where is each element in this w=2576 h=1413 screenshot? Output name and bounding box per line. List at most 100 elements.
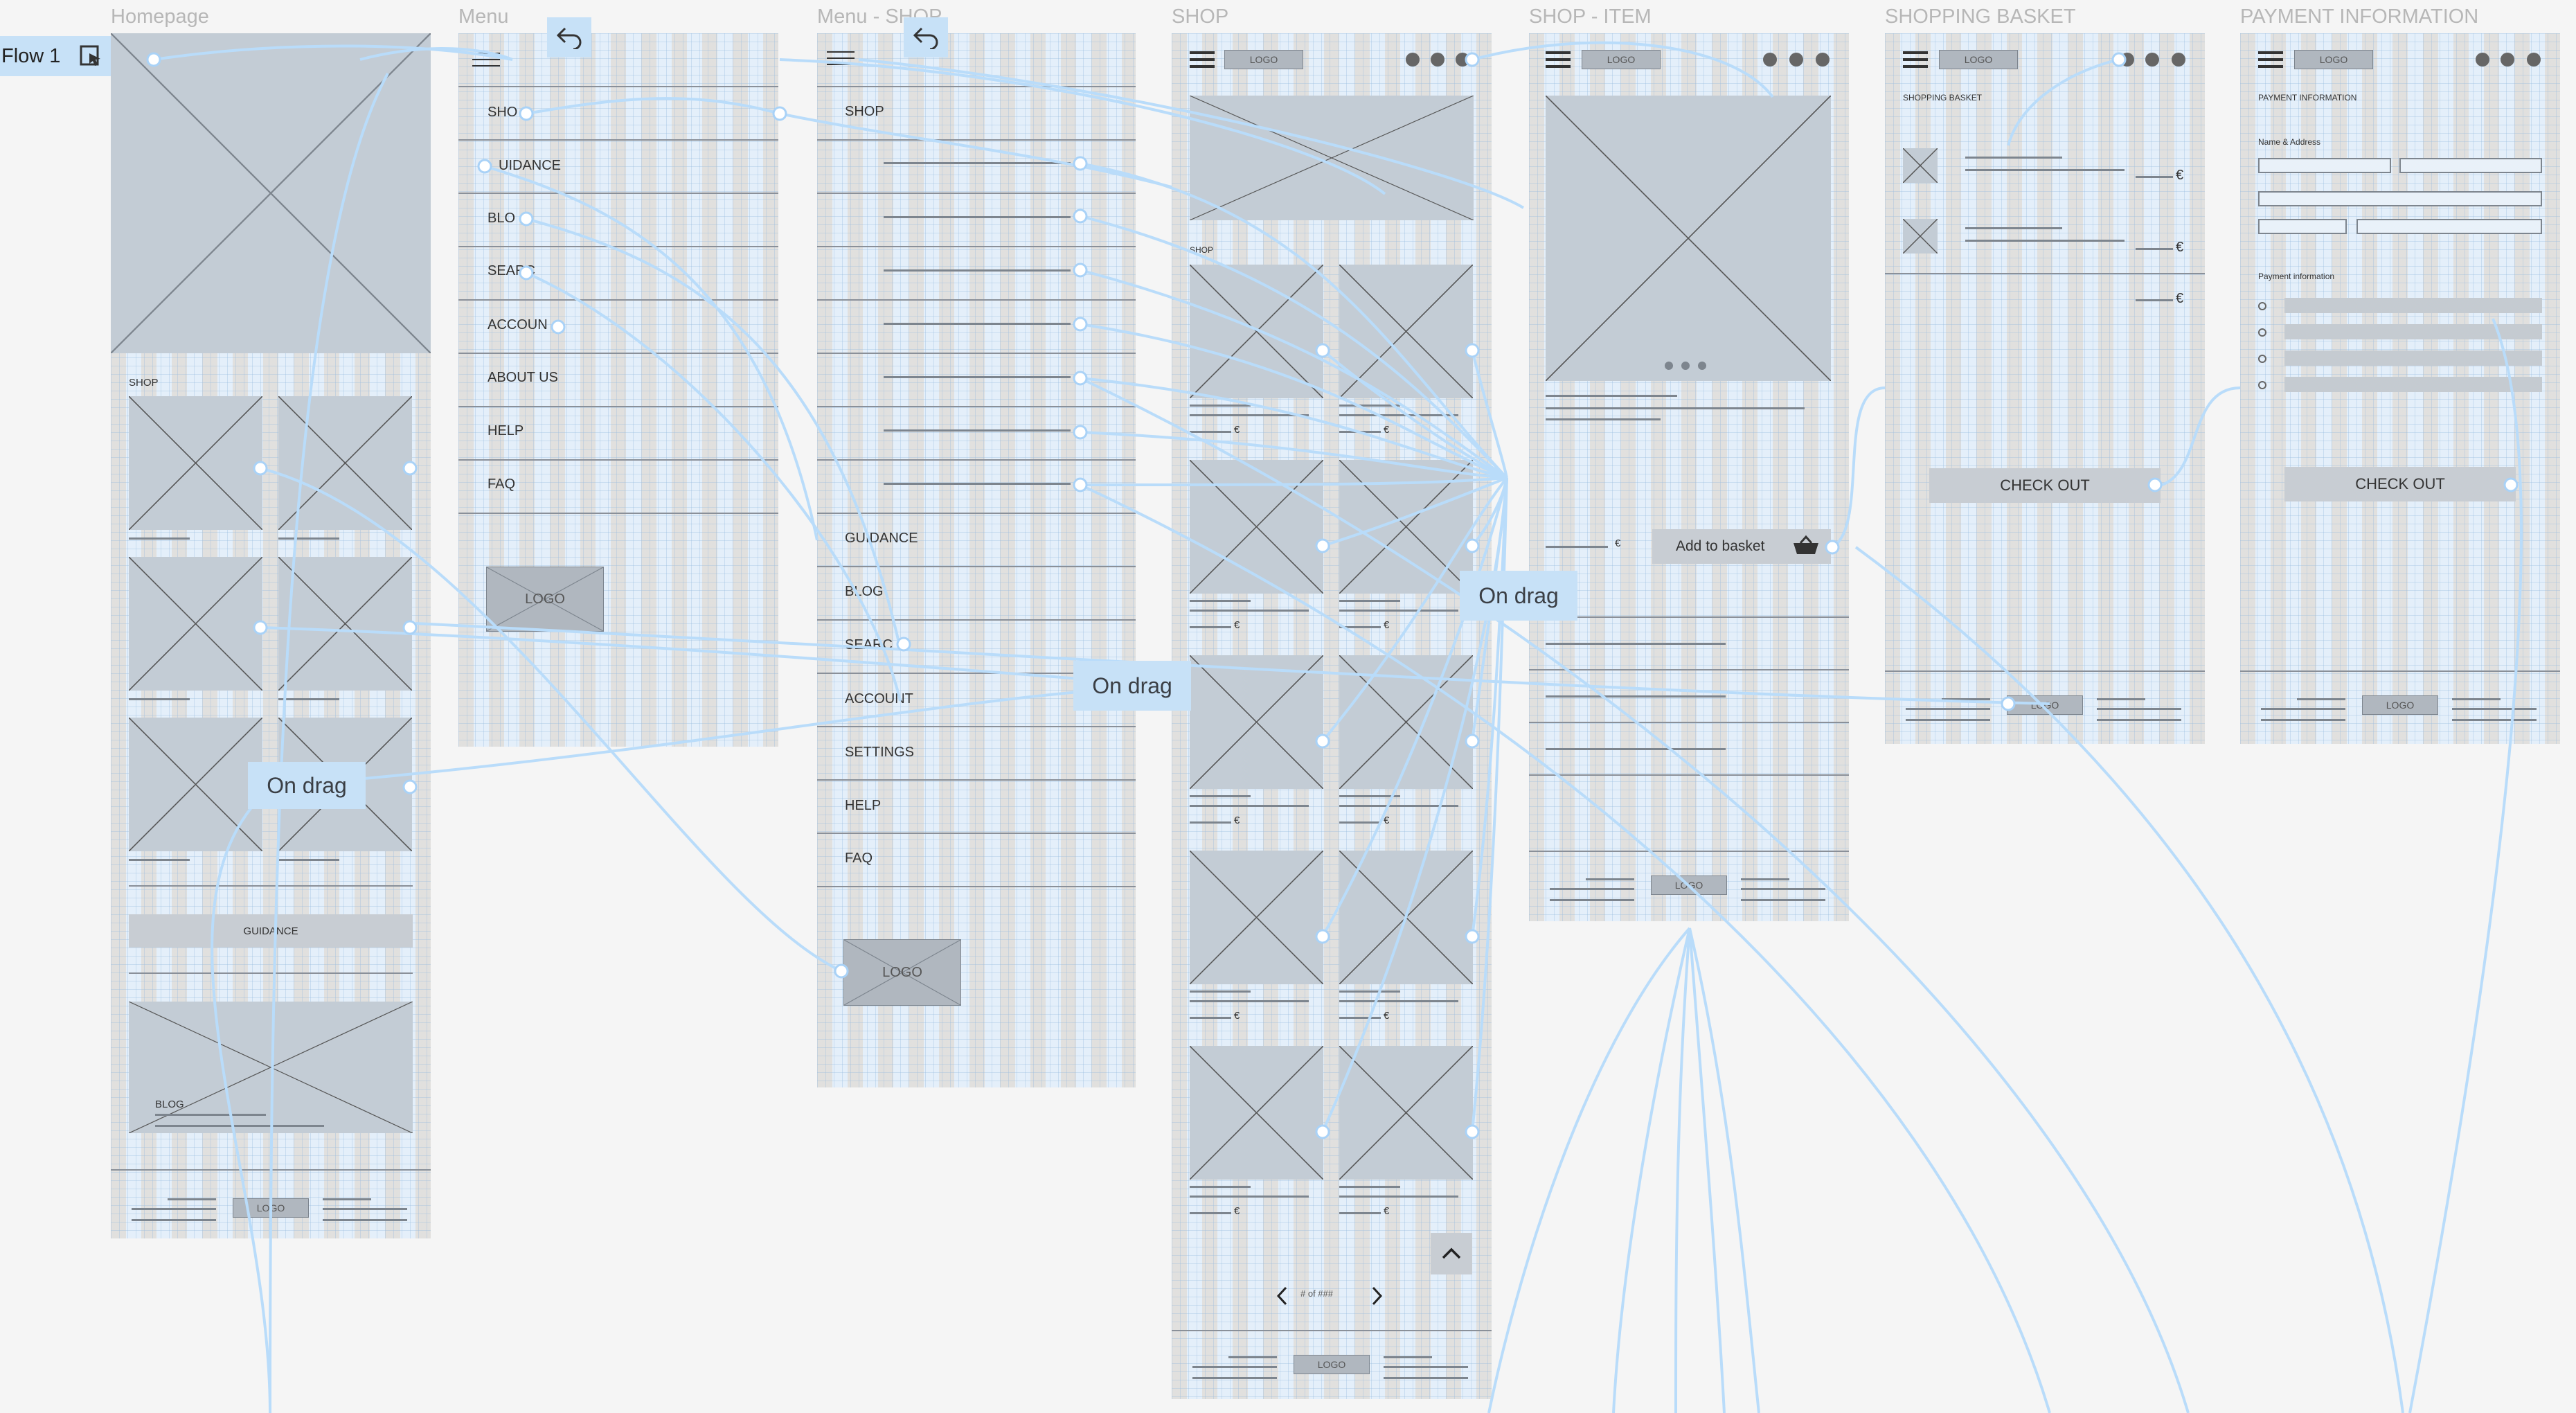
- header-logo[interactable]: LOGO: [1582, 50, 1661, 69]
- product-thumb[interactable]: [1339, 655, 1473, 789]
- footer-logo[interactable]: LOGO: [1651, 876, 1727, 895]
- basket-item-thumb[interactable]: [1903, 148, 1938, 183]
- city-field[interactable]: [2356, 219, 2542, 234]
- hamburger-menu-icon[interactable]: [1546, 51, 1571, 69]
- frame-menu[interactable]: SHO UIDANCE BLO SEARC ACCOUN ABOUT US HE…: [458, 33, 778, 747]
- menu-item-help[interactable]: HELP: [845, 798, 882, 813]
- menu-item-blog[interactable]: BLO: [488, 211, 516, 226]
- product-thumb[interactable]: [1339, 1046, 1473, 1180]
- back-button[interactable]: [904, 17, 948, 57]
- chevron-right-icon[interactable]: [1370, 1286, 1384, 1306]
- menu-item-search[interactable]: SEARC: [488, 263, 535, 278]
- on-drag-interaction-tag[interactable]: On drag: [1460, 571, 1577, 621]
- basket-item-thumb[interactable]: [1903, 219, 1938, 254]
- street-field[interactable]: [2258, 191, 2542, 206]
- product-thumb[interactable]: [1339, 460, 1473, 594]
- header-icon-3[interactable]: [1456, 53, 1469, 66]
- carousel-dot[interactable]: [1698, 362, 1706, 370]
- hamburger-menu-icon[interactable]: [2258, 51, 2283, 69]
- item-image-placeholder[interactable]: [1546, 96, 1831, 381]
- hamburger-menu-icon[interactable]: [1190, 51, 1215, 69]
- header-icon-3[interactable]: [2172, 53, 2185, 66]
- product-thumb[interactable]: [129, 718, 262, 851]
- payment-option-bar[interactable]: [2284, 324, 2542, 339]
- payment-option-radio[interactable]: [2258, 302, 2266, 310]
- product-thumb[interactable]: [1339, 851, 1473, 984]
- frame-shop[interactable]: LOGO SHOP € € € € € €: [1172, 33, 1492, 1399]
- footer-logo[interactable]: LOGO: [233, 1198, 309, 1218]
- product-thumb[interactable]: [278, 557, 412, 691]
- header-icon-1[interactable]: [1406, 53, 1420, 66]
- menu-item-blog[interactable]: BLOG: [845, 584, 884, 599]
- menu-item-faq[interactable]: FAQ: [488, 477, 516, 492]
- product-thumb[interactable]: [129, 557, 262, 691]
- menu-item-settings[interactable]: SETTINGS: [845, 745, 915, 760]
- product-thumb[interactable]: [1190, 265, 1323, 398]
- payment-option-radio[interactable]: [2258, 381, 2266, 389]
- flow-start-tag[interactable]: Flow 1: [0, 36, 111, 76]
- header-icon-2[interactable]: [2145, 53, 2159, 66]
- footer-logo[interactable]: LOGO: [1294, 1355, 1370, 1374]
- checkout-button[interactable]: CHECK OUT: [2284, 467, 2516, 501]
- header-icon-1[interactable]: [2476, 53, 2489, 66]
- menu-item-account[interactable]: ACCOUNT: [845, 691, 913, 706]
- menu-logo[interactable]: LOGO: [486, 567, 604, 632]
- menu-item-shop[interactable]: SHOP: [845, 104, 884, 119]
- carousel-dot[interactable]: [1665, 362, 1673, 370]
- payment-option-radio[interactable]: [2258, 355, 2266, 363]
- back-button[interactable]: [547, 17, 591, 57]
- frame-shop-item[interactable]: LOGO € Add to basket LOGO: [1529, 33, 1849, 921]
- add-to-basket-button[interactable]: Add to basket: [1652, 529, 1831, 564]
- payment-option-bar[interactable]: [2284, 350, 2542, 366]
- product-thumb[interactable]: [1190, 655, 1323, 789]
- on-drag-interaction-tag[interactable]: On drag: [248, 762, 366, 809]
- payment-option-bar[interactable]: [2284, 298, 2542, 313]
- header-icon-1[interactable]: [2120, 53, 2134, 66]
- product-thumb[interactable]: [129, 396, 262, 530]
- footer-logo[interactable]: LOGO: [2362, 695, 2438, 715]
- footer-logo[interactable]: LOGO: [2007, 695, 2083, 715]
- header-logo[interactable]: LOGO: [2294, 50, 2373, 69]
- frame-homepage[interactable]: LOGO SHOP GUIDANCE BLOG LOGO: [111, 33, 431, 1238]
- submenu-line[interactable]: [884, 323, 1071, 325]
- submenu-line[interactable]: [884, 216, 1071, 218]
- header-icon-2[interactable]: [1431, 53, 1444, 66]
- header-icon-2[interactable]: [2501, 53, 2514, 66]
- last-name-field[interactable]: [2399, 158, 2542, 173]
- header-icon-1[interactable]: [1763, 53, 1777, 66]
- menu-item-guidance[interactable]: UIDANCE: [499, 158, 562, 173]
- product-thumb[interactable]: [1190, 1046, 1323, 1180]
- submenu-line[interactable]: [884, 162, 1071, 164]
- submenu-line[interactable]: [884, 376, 1071, 378]
- menu-item-account[interactable]: ACCOUN: [488, 317, 548, 332]
- hamburger-menu-icon[interactable]: [472, 53, 500, 71]
- submenu-line[interactable]: [884, 483, 1071, 485]
- header-icon-2[interactable]: [1789, 53, 1803, 66]
- submenu-line[interactable]: [884, 429, 1071, 432]
- submenu-line[interactable]: [884, 269, 1071, 272]
- hamburger-menu-icon[interactable]: [827, 51, 855, 69]
- payment-option-radio[interactable]: [2258, 328, 2266, 337]
- hamburger-menu-icon[interactable]: [1903, 51, 1928, 69]
- payment-option-bar[interactable]: [2284, 377, 2542, 392]
- header-logo[interactable]: LOGO: [1224, 50, 1303, 69]
- menu-item-search[interactable]: SEARC: [845, 637, 893, 652]
- checkout-button[interactable]: CHECK OUT: [1929, 468, 2161, 503]
- on-drag-interaction-tag[interactable]: On drag: [1073, 661, 1191, 711]
- product-thumb[interactable]: [1190, 851, 1323, 984]
- frame-payment[interactable]: LOGO PAYMENT INFORMATION Name & Address …: [2240, 33, 2560, 744]
- play-flow-icon[interactable]: [79, 44, 104, 69]
- menu-item-help[interactable]: HELP: [488, 423, 524, 438]
- guidance-button[interactable]: GUIDANCE: [129, 914, 413, 948]
- product-thumb[interactable]: [1339, 265, 1473, 398]
- header-logo[interactable]: LOGO: [1939, 50, 2018, 69]
- chevron-left-icon[interactable]: [1276, 1286, 1289, 1306]
- first-name-field[interactable]: [2258, 158, 2391, 173]
- menu-item-guidance[interactable]: GUIDANCE: [845, 531, 918, 546]
- header-icon-3[interactable]: [1816, 53, 1830, 66]
- frame-menu-shop[interactable]: SHOP GUIDANCE BLOG SEARC ACCOUNT SETTING…: [817, 33, 1136, 1087]
- menu-item-about[interactable]: ABOUT US: [488, 370, 558, 385]
- menu-logo[interactable]: LOGO: [843, 939, 961, 1006]
- product-thumb[interactable]: [278, 396, 412, 530]
